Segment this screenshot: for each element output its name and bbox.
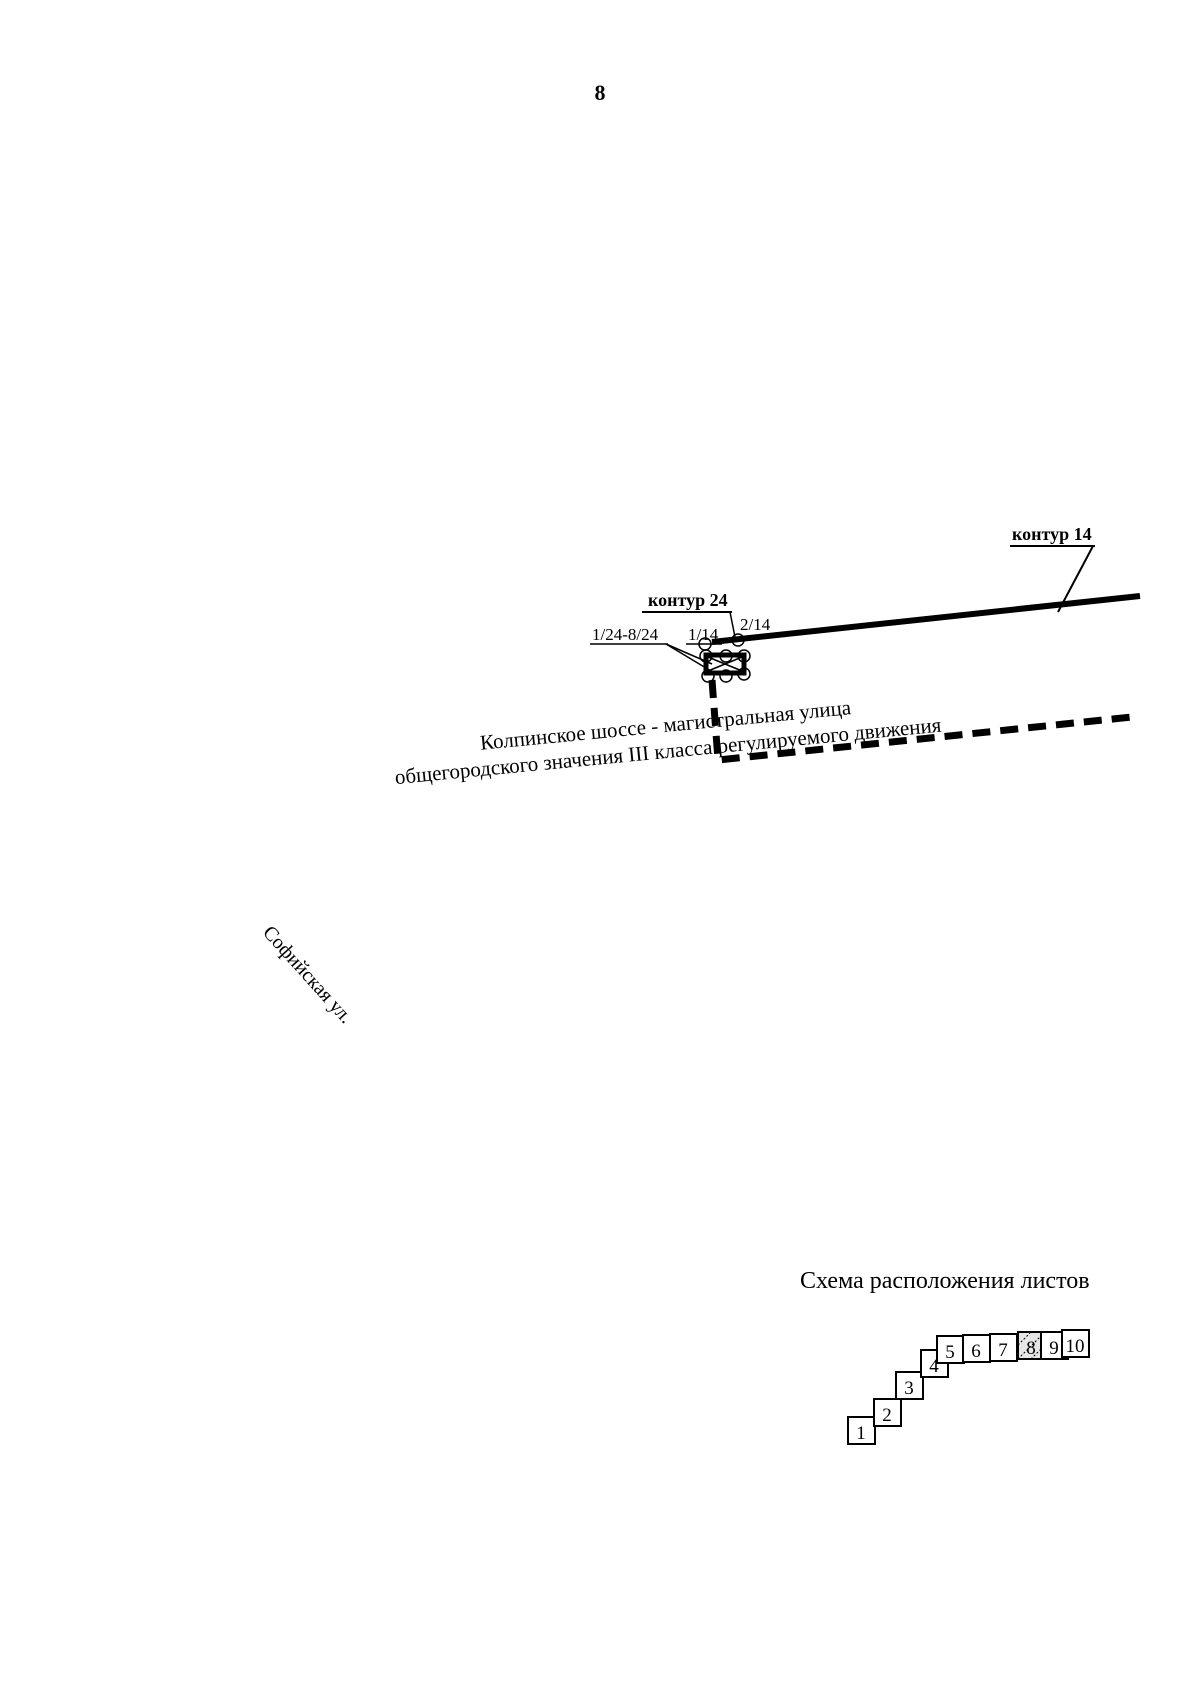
point-2-14-label: 2/14	[740, 615, 771, 634]
point-marker	[719, 669, 733, 683]
sheet-label: 1	[856, 1423, 866, 1444]
sheet-label: 6	[971, 1341, 981, 1362]
sheet-tile-1: 1	[847, 1416, 876, 1445]
sheet-label: 5	[945, 1342, 955, 1363]
point-1-14-label: 1/14	[688, 625, 719, 644]
sheet-label: 2	[882, 1405, 892, 1426]
point-marker	[731, 633, 745, 647]
point-marker	[737, 649, 751, 663]
sheet-label: 9	[1049, 1338, 1059, 1359]
contour-24-rectangle	[703, 652, 747, 676]
point-marker	[699, 649, 713, 663]
point-marker	[737, 667, 751, 681]
contour-14-line	[711, 593, 1141, 645]
contour-24-leader	[729, 611, 737, 643]
contour-14-label: контур 14	[1012, 524, 1092, 544]
sheet-tile-3: 3	[895, 1371, 924, 1400]
points-1-24-8-24-label: 1/24-8/24	[592, 625, 659, 644]
sheet-tile-10: 10	[1061, 1329, 1090, 1358]
sheet-tile-7: 7	[989, 1333, 1018, 1362]
street-name-label: Софийская ул.	[258, 922, 357, 1028]
sheet-label: 10	[1066, 1336, 1085, 1357]
sheet-scheme-diagram: 1 2 3 4 5 6 7	[847, 1329, 1090, 1445]
contour-24-label: контур 24	[648, 590, 728, 610]
sheet-label: 3	[904, 1378, 914, 1399]
sheet-label: 4	[929, 1356, 939, 1377]
page-number: 8	[594, 80, 606, 105]
sheet-label: 7	[998, 1340, 1008, 1361]
sheet-scheme-title: Схема расположения листов	[800, 1268, 1090, 1294]
point-marker	[701, 669, 715, 683]
contour-14-leader	[1057, 545, 1094, 613]
contour-24-cross-b	[707, 656, 743, 672]
point-marker	[719, 649, 733, 663]
sheet-tile-2: 2	[873, 1398, 902, 1427]
sheet-tile-5: 5	[936, 1335, 965, 1364]
contour-24-parcel	[698, 633, 751, 683]
sheet-tile-6: 6	[962, 1334, 991, 1363]
sheet-label: 8	[1026, 1338, 1036, 1359]
